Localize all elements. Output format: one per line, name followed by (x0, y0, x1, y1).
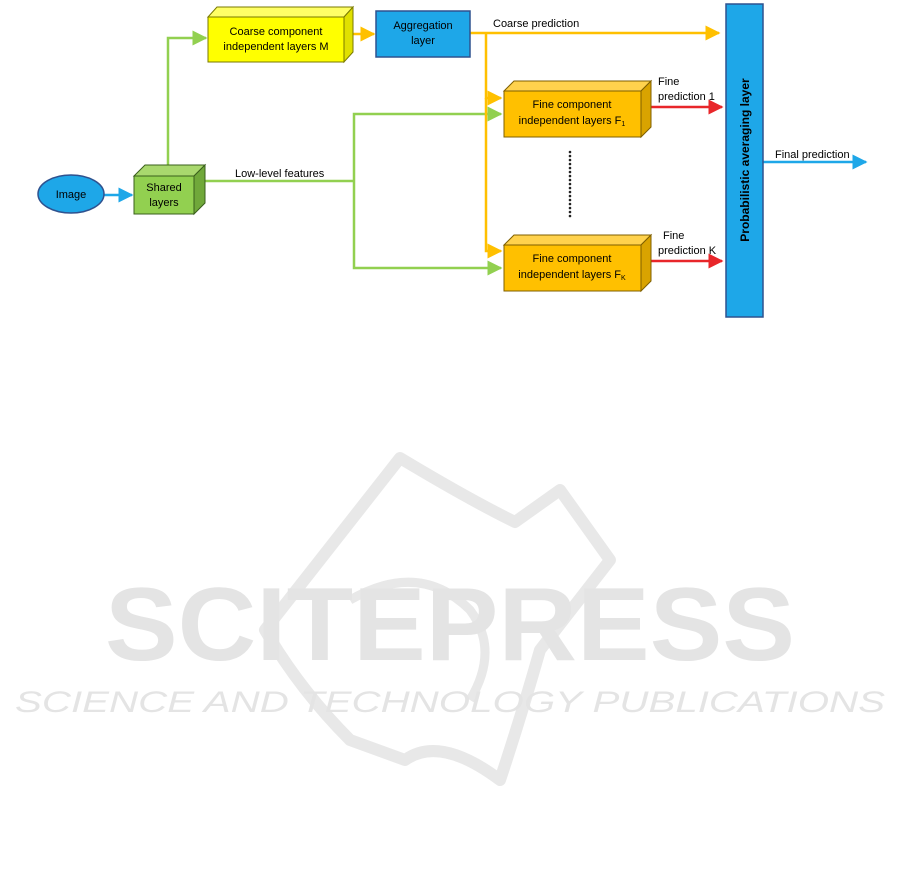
edge-aggregation-to-fineK (484, 98, 503, 259)
fine-prediction-1-label-2: prediction 1 (658, 91, 715, 103)
fine-component-k-label-2-text: independent layers F (518, 269, 621, 281)
fine-component-k-label-2: independent layers FK (518, 269, 626, 282)
aggregation-label-2: layer (411, 35, 435, 47)
fine-prediction-k-label-2: prediction K (658, 245, 717, 257)
watermark: SCITEPRESS SCIENCE AND TECHNOLOGY PUBLIC… (15, 452, 885, 786)
aggregation-layer-node: Aggregation layer (375, 10, 471, 58)
book-page-curve (347, 577, 490, 703)
fine-component-k-label-1: Fine component (533, 253, 612, 265)
aggregation-label-1: Aggregation (393, 20, 452, 32)
low-level-features-label: Low-level features (235, 168, 325, 180)
averaging-layer-node: Probabilistic averaging layer (725, 3, 764, 318)
edge-lowlevel-to-fine1 (352, 106, 503, 181)
shared-layers-node: Shared layers (132, 163, 207, 216)
blue-edges (104, 154, 868, 203)
edge-lowlevel-to-fineK (352, 181, 503, 276)
fine-prediction-1-label-1: Fine (658, 76, 679, 88)
coarse-component-label-1: Coarse component (230, 26, 323, 38)
fine-component-1-subscript: 1 (621, 121, 625, 128)
coarse-component-node: Coarse component independent layers M (206, 5, 355, 64)
red-edges (651, 99, 724, 269)
final-prediction-label: Final prediction (775, 149, 850, 161)
image-node: Image (37, 174, 105, 214)
fine-component-1-node: Fine component independent layers F1 (502, 79, 653, 139)
fine-component-1-label-2-text: independent layers F (519, 115, 622, 127)
averaging-layer-label: Probabilistic averaging layer (738, 78, 752, 242)
fine-component-k-node: Fine component independent layers FK (502, 233, 653, 293)
green-edges (166, 30, 503, 276)
edge-aggregation-to-fine1 (484, 33, 503, 106)
fine-component-k-subscript: K (621, 275, 626, 282)
fine-component-1-label-2: independent layers F1 (519, 115, 626, 128)
vertical-ellipsis-icon (568, 150, 572, 218)
coarse-component-label-2: independent layers M (223, 41, 328, 53)
edge-shared-to-coarse (166, 30, 208, 172)
shared-layers-label-1: Shared (146, 182, 181, 194)
watermark-main-text: SCITEPRESS (105, 567, 795, 683)
shared-layers-label-2: layers (149, 197, 179, 209)
watermark-sub-text: SCIENCE AND TECHNOLOGY PUBLICATIONS (15, 686, 885, 719)
image-node-label: Image (56, 189, 87, 201)
coarse-prediction-label: Coarse prediction (493, 18, 579, 30)
orange-edges (344, 25, 721, 259)
fine-prediction-k-label-1: Fine (663, 230, 684, 242)
book-outline-logo-icon (259, 452, 616, 786)
fine-component-1-label-1: Fine component (533, 99, 612, 111)
